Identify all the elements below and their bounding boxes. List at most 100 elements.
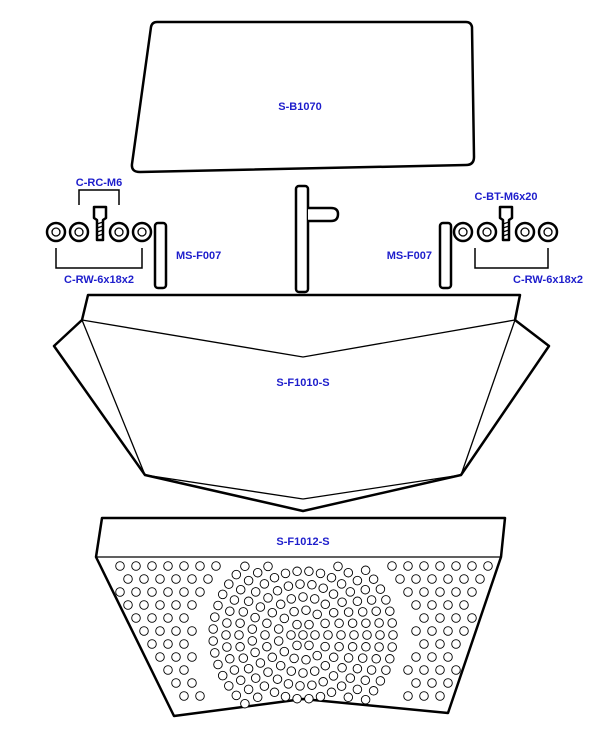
grille-hole	[435, 561, 445, 571]
grille-hole	[334, 618, 344, 629]
grille-hole	[171, 652, 181, 662]
grille-hole	[235, 584, 246, 595]
label-front-frame: S-F1010-S	[276, 377, 329, 389]
grille-hole	[211, 561, 221, 571]
grille-hole	[427, 652, 437, 662]
grille-hole	[475, 574, 485, 584]
grille-hole	[333, 561, 343, 572]
grille-hole	[171, 626, 181, 636]
grille-hole	[435, 665, 445, 675]
grille-hole	[147, 587, 157, 597]
grille-hole	[419, 665, 429, 675]
label-ms-right: MS-F007	[387, 250, 432, 262]
grille-hole	[328, 652, 339, 663]
backplate-part	[130, 20, 476, 174]
label-rw-right: C-RW-6x18x2	[513, 274, 583, 286]
grille-hole	[352, 596, 363, 607]
grille-hole	[328, 589, 339, 599]
grille-hole	[267, 607, 278, 618]
grille-hole	[231, 690, 242, 701]
grille-hole	[131, 613, 141, 623]
grille-hole	[243, 684, 254, 695]
grille-hole	[403, 665, 413, 675]
grille-hole	[222, 618, 232, 628]
grille-hole	[451, 561, 461, 571]
grille-hole	[131, 587, 141, 597]
grille-hole	[411, 678, 421, 688]
grille-hole	[231, 569, 242, 580]
grille-hole	[328, 671, 339, 681]
grille-hole	[315, 568, 326, 579]
grille-hole	[315, 691, 326, 702]
grille-hole	[210, 612, 220, 622]
grille-hole	[217, 670, 228, 681]
grille-hole	[435, 613, 445, 623]
grille-hole	[411, 600, 421, 610]
grille-hole	[310, 630, 320, 640]
front-grille-part	[94, 516, 507, 718]
grille-hole	[163, 613, 173, 623]
grille-hole	[187, 600, 197, 610]
grille-hole	[255, 658, 266, 668]
grille-hole	[155, 626, 165, 636]
grille-hole	[273, 636, 284, 646]
grille-hole	[427, 574, 437, 584]
grille-hole	[337, 663, 347, 673]
grille-hole	[273, 624, 284, 634]
grille-hole	[337, 597, 347, 607]
grille-hole	[411, 574, 421, 584]
grille-hole	[419, 561, 429, 571]
grille-hole	[451, 587, 461, 597]
grille-hole	[139, 626, 149, 636]
grille-hole	[155, 652, 165, 662]
grille-hole	[375, 584, 386, 594]
grille-hole	[234, 630, 244, 640]
grille-hole	[467, 561, 477, 571]
grille-hole	[275, 599, 286, 610]
grille-hole	[179, 691, 189, 701]
grille-hole	[427, 626, 437, 636]
grille-hole	[381, 595, 391, 605]
grille-hole	[459, 574, 469, 584]
grille-hole	[349, 630, 359, 640]
rw-left-bracket	[55, 248, 143, 269]
grille-hole	[403, 691, 413, 701]
grille-hole	[187, 652, 197, 662]
grille-hole	[395, 574, 405, 584]
grille-hole	[336, 579, 347, 589]
grille-hole	[262, 618, 272, 629]
grille-hole	[388, 630, 398, 640]
grille-hole	[171, 574, 181, 584]
grille-hole	[286, 594, 297, 604]
grille-hole	[403, 587, 413, 597]
grille-hole	[347, 618, 358, 628]
grille-hole	[361, 642, 371, 652]
grille-hole	[163, 665, 173, 675]
grille-hole	[279, 646, 290, 657]
grille-hole	[336, 630, 346, 640]
grille-hole	[224, 579, 234, 589]
grille-hole	[195, 561, 205, 571]
label-bt-right: C-BT-M6x20	[475, 191, 538, 203]
grille-hole	[307, 680, 317, 690]
grille-perforation	[115, 561, 493, 709]
grille-hole	[229, 665, 240, 675]
grille-hole	[292, 640, 302, 651]
label-rw-left: C-RW-6x18x2	[64, 274, 134, 286]
grille-hole	[187, 678, 197, 688]
label-rc-left: C-RC-M6	[76, 177, 122, 189]
grille-hole	[225, 606, 235, 616]
grille-hole	[292, 693, 302, 704]
grille-hole	[320, 618, 330, 629]
grille-hole	[295, 579, 305, 589]
grille-hole	[459, 600, 469, 610]
grille-hole	[213, 600, 223, 611]
grille-hole	[289, 606, 299, 617]
grille-hole	[366, 595, 377, 605]
grille-hole	[155, 600, 165, 610]
grille-hole	[179, 561, 189, 571]
grille-hole	[147, 639, 157, 649]
grille-hole	[343, 567, 354, 578]
rw-right-bracket	[474, 248, 549, 269]
